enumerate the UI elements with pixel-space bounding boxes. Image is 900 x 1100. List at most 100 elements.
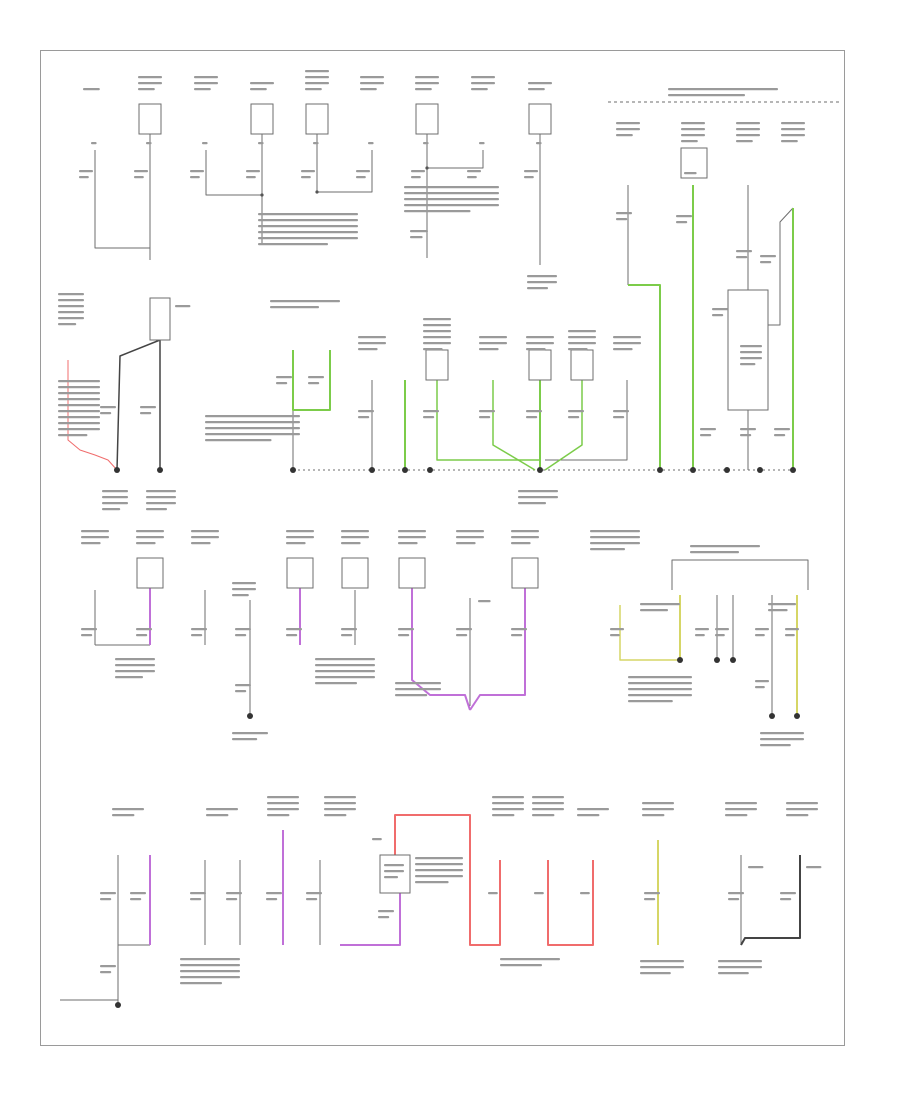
- component-label: [690, 545, 760, 548]
- relay-note: [415, 869, 463, 872]
- wire-color-label: [191, 628, 207, 631]
- wires-layer: [60, 101, 840, 1005]
- component-label: [267, 814, 290, 817]
- wire-color-label: [740, 428, 756, 431]
- wire-color-label: [511, 634, 523, 637]
- component-label: [532, 814, 555, 817]
- component-label: [81, 536, 109, 539]
- note-text: [58, 416, 100, 419]
- ground-label: [527, 281, 557, 284]
- component-label: [456, 542, 476, 545]
- component-label: [206, 814, 229, 817]
- component-label: [590, 536, 640, 539]
- component-label: [681, 134, 705, 137]
- wire-color-label: [235, 684, 251, 687]
- ground-label: [180, 958, 240, 961]
- wire-color-label: [479, 416, 491, 419]
- relay-label: [384, 870, 404, 873]
- ground-label: [760, 738, 804, 741]
- wire-color-label: [524, 170, 538, 173]
- note-text: [258, 219, 358, 222]
- note-text: [628, 688, 692, 691]
- component-label: [360, 76, 384, 79]
- wire-color-label: [100, 965, 116, 968]
- note-text: [404, 198, 499, 201]
- wire-color-label: [785, 634, 795, 637]
- component-label: [590, 548, 625, 551]
- wire: [545, 380, 628, 461]
- wire-color-label: [736, 250, 752, 253]
- component-label: [532, 808, 564, 811]
- wire-color-label: [740, 434, 752, 437]
- note-text: [58, 422, 100, 425]
- component-label: [781, 134, 805, 137]
- note-text: [58, 398, 100, 401]
- wire-color-label: [100, 892, 116, 895]
- pin-label: [146, 142, 152, 145]
- wire-color-label: [235, 628, 251, 631]
- component-label: [415, 76, 439, 79]
- splice-node: [677, 657, 683, 663]
- component-label: [492, 796, 524, 799]
- ground-label: [315, 676, 375, 679]
- pin-label: [748, 866, 764, 869]
- relay-note: [415, 881, 449, 884]
- ground-label: [760, 744, 791, 747]
- wire-color-label: [226, 898, 238, 901]
- wire-color-label: [306, 898, 318, 901]
- note-text: [258, 225, 358, 228]
- note-text: [205, 427, 300, 430]
- note-text: [58, 380, 100, 383]
- ground-label: [640, 966, 684, 969]
- ground-label: [640, 960, 684, 963]
- component-label: [526, 336, 554, 339]
- wire-color-label: [81, 634, 93, 637]
- wire-color-label: [610, 628, 624, 631]
- wire-color-label: [780, 892, 796, 895]
- component-connector: [286, 557, 314, 589]
- wire-color-label: [356, 170, 370, 173]
- wire: [316, 150, 373, 193]
- section-header: [668, 88, 778, 91]
- wire-color-label: [235, 690, 247, 693]
- wire-color-label: [276, 382, 288, 385]
- wire-color-label: [534, 892, 544, 895]
- component-label: [305, 70, 329, 73]
- wire-color-label: [785, 628, 799, 631]
- splice-dot: [315, 190, 319, 194]
- green-wire: [544, 380, 583, 471]
- component-label: [590, 530, 640, 533]
- component-label: [642, 808, 674, 811]
- ground-nodes-layer: [114, 166, 800, 1008]
- component-label: [81, 530, 109, 533]
- component-label: [725, 814, 748, 817]
- ground-label: [115, 676, 143, 679]
- relay-label: [384, 864, 404, 867]
- ground-label: [718, 972, 749, 975]
- wire-color-label: [580, 892, 590, 895]
- wire-color-label: [130, 898, 142, 901]
- wire-color-label: [695, 628, 709, 631]
- wire-color-label: [423, 416, 435, 419]
- component-connector: [136, 557, 164, 589]
- component-label: [83, 88, 100, 91]
- component-label: [725, 802, 757, 805]
- wire-color-label: [308, 376, 324, 379]
- red-wire: [547, 860, 594, 946]
- ground-g5: [794, 713, 800, 719]
- note-text: [58, 434, 88, 437]
- ground-bus-node: [690, 467, 696, 473]
- component-label: [492, 808, 524, 811]
- component-label: [786, 814, 809, 817]
- wire-color-label: [774, 428, 790, 431]
- component-label: [471, 88, 488, 91]
- component-connector: [511, 557, 539, 589]
- component-connector: [305, 103, 329, 135]
- ground-g4: [769, 713, 775, 719]
- wire-color-label: [266, 898, 278, 901]
- component-label: [423, 336, 451, 339]
- note-text: [58, 392, 100, 395]
- ground-label: [395, 682, 441, 685]
- wire-color-label: [136, 634, 148, 637]
- wire-color-label: [755, 634, 765, 637]
